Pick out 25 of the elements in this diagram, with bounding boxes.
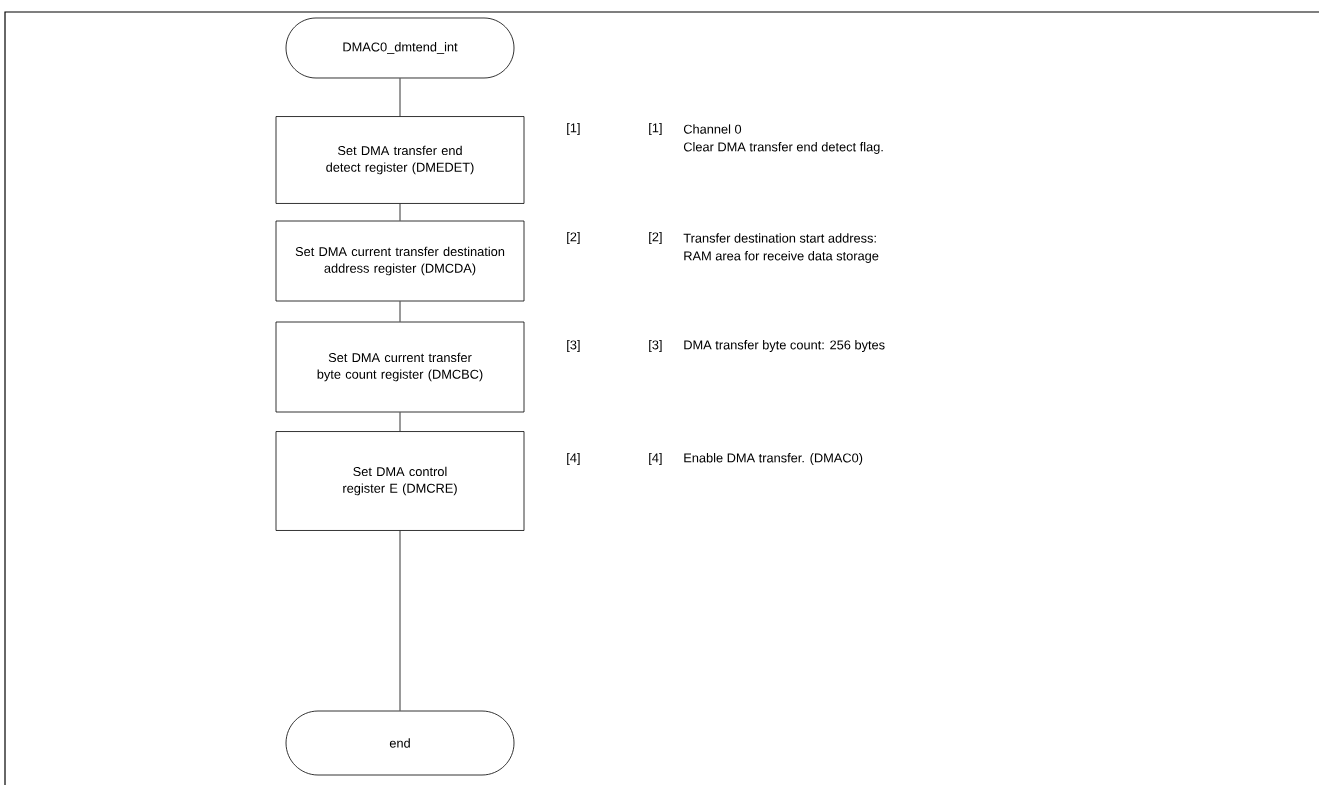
note-text: [1] (649, 123, 662, 135)
process-box: Set DMA current transfer destination address register (DMCDA) (275, 220, 525, 302)
note-text: [3] (649, 340, 662, 352)
connector-line (399, 412, 401, 432)
note-text: Channel 0 (683, 124, 742, 134)
process-box: Set DMA transfer end detect register (DMEDET) (275, 116, 525, 204)
note-text: DMA transfer byte count: 256 bytes (684, 340, 885, 352)
connector-line (399, 530, 401, 711)
note-text: [3] (567, 340, 580, 352)
process-box: Set DMA current transfer byte count register (DMCBC) (275, 321, 525, 413)
note-text: Clear DMA transfer end detect flag. (683, 142, 883, 154)
connector-line (399, 78, 401, 117)
note-text: RAM area for receive data storage (684, 251, 879, 263)
note-text: [1] (567, 123, 580, 135)
note-text: Transfer destination start address: (683, 233, 876, 243)
terminal-box: DMAC0_dmtend_int (285, 17, 515, 79)
note-text: [2] (567, 232, 580, 244)
connector-line (399, 203, 401, 221)
note-text: [2] (649, 232, 662, 244)
note-text: [4] (567, 453, 580, 465)
process-box: Set DMA control register E (DMCRE) (275, 431, 525, 531)
note-text: [4] (649, 453, 662, 465)
note-text: Enable DMA transfer. (DMAC0) (684, 453, 863, 465)
connector-line (399, 301, 401, 322)
terminal-box: end (285, 710, 515, 776)
